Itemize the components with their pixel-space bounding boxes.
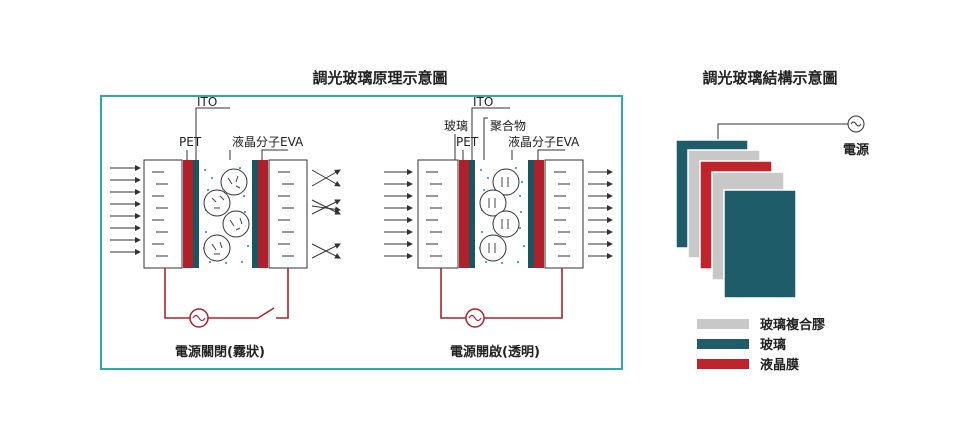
incoming-light-arrows-on (384, 169, 413, 259)
circuit-off (164, 268, 289, 319)
caption-power-off: 電源關閉(霧狀) (175, 344, 265, 360)
principle-title: 調光玻璃原理示意圖 (312, 69, 447, 87)
label-pet-off: PET (179, 135, 202, 149)
pet-layer-right-off (258, 160, 268, 268)
label-lc-eva-on: 液晶分子EVA (508, 134, 580, 149)
glass-block-right-off (268, 159, 308, 269)
label-ito-on: ITO (473, 95, 493, 109)
ito-layer-left-on (469, 160, 475, 268)
legend-swatch-interlayer (697, 319, 749, 329)
ac-wave-icon-structure (850, 121, 862, 127)
lc-droplets-on (479, 168, 520, 262)
glass-hatching-left-on (426, 171, 442, 257)
scattered-light-arrows (311, 169, 341, 259)
power-wire (717, 123, 848, 145)
label-polymer-on: 聚合物 (490, 118, 526, 133)
label-power-source: 電源 (843, 142, 869, 158)
ito-layer-right-off (252, 160, 258, 268)
caption-power-on: 電源開啟(透明) (450, 344, 540, 360)
glass-block-left-off (143, 159, 183, 269)
pet-layer-left-off (183, 160, 193, 268)
ito-layer-left-off (193, 160, 199, 268)
lc-droplets-off (203, 168, 250, 262)
lc-molecules-on (488, 177, 509, 253)
lc-molecules-off (211, 175, 243, 255)
legend-label-interlayer: 玻璃複合膠 (760, 317, 825, 333)
switch-open (257, 307, 275, 319)
leaders-on (454, 107, 565, 160)
legend-label-lc-film: 液晶膜 (760, 357, 799, 373)
label-lc-eva-off: 液晶分子EVA (232, 134, 304, 149)
ito-layer-right-on (528, 160, 534, 268)
ac-wave-icon-on (468, 314, 482, 322)
switch-gap (258, 312, 276, 324)
label-pet-on: PET (456, 135, 479, 149)
glass-hatching-right-off (278, 171, 294, 257)
label-glass-on: 玻璃 (444, 119, 468, 133)
circuit-on (440, 268, 563, 319)
glass-hatching-left-off (152, 171, 168, 257)
legend-label-glass: 玻璃 (760, 337, 786, 353)
glass-block-left-on (417, 159, 459, 269)
transmitted-light-arrows (588, 169, 613, 259)
principle-frame (100, 95, 623, 370)
pet-layer-left-on (459, 160, 469, 268)
glass-hatching-right-on (554, 171, 570, 257)
structure-panel: 電源 玻璃複合膠 玻璃 液晶膜 (675, 115, 869, 373)
power-on-panel: ITO 玻璃 PET 聚合物 液晶分子EVA 電源開啟(透明) (384, 95, 613, 360)
structure-layer-glass-2 (723, 189, 797, 299)
ac-wave-icon-off (192, 314, 206, 322)
incoming-light-arrows-off (110, 165, 141, 255)
leaders-off (186, 107, 288, 160)
power-off-panel: ITO PET 液晶分子EVA 電源關閉(霧狀) (110, 95, 341, 360)
pet-layer-right-on (534, 160, 544, 268)
glass-block-right-on (544, 159, 584, 269)
legend-swatch-lc-film (697, 359, 749, 369)
label-ito-off: ITO (197, 95, 217, 109)
legend-swatch-glass (697, 339, 749, 349)
structure-title: 調光玻璃結構示意圖 (702, 69, 837, 87)
